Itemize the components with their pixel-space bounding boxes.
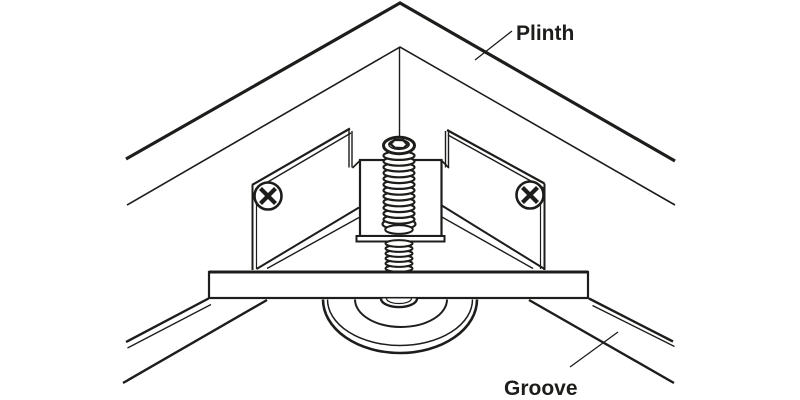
left-panel-bottom-edge: [266, 216, 360, 270]
groove-lines: [122, 297, 675, 385]
left-groove-inner-line: [127, 303, 212, 349]
plinth-label: Plinth: [516, 22, 574, 45]
groove-leader-line: [569, 331, 619, 368]
left-wing-inner-edge: [348, 129, 353, 168]
left-bracket-wing: [251, 127, 360, 270]
foot-disc-outer-rim: [321, 299, 479, 355]
groove-label: Groove: [504, 377, 578, 400]
right-panel-bottom-edge: [440, 215, 534, 270]
plinth-callout: Plinth: [474, 22, 574, 61]
plinth-top-outer-edge: [125, 1, 676, 163]
foot-disc-inner-rim: [326, 299, 474, 347]
plinth-leader-line: [474, 30, 513, 61]
left-floor-front-edge: [122, 298, 268, 385]
spindle-tip-detail: [385, 298, 413, 305]
threaded-spindle-upper: [381, 135, 417, 235]
panel-bottom-edges: [266, 215, 534, 270]
foot-hub: [354, 299, 448, 328]
right-groove-inner-line: [592, 304, 675, 348]
left-wing-bottom-edge: [255, 206, 360, 270]
plate-body: [207, 270, 590, 300]
spindle-tip: [379, 298, 419, 309]
housing-corner-tabs: [351, 159, 450, 169]
phillips-cross-icon: [521, 186, 539, 204]
spindle-cap: [382, 135, 416, 156]
spindle-collar-bottom: [384, 224, 414, 235]
left-groove-outer-line: [125, 297, 210, 344]
right-wing-bottom-edge: [440, 204, 546, 270]
phillips-cross-icon: [259, 187, 277, 205]
thread-rings: [382, 150, 416, 225]
right-floor-front-edge: [528, 298, 675, 385]
right-phillips-screw-icon: [515, 180, 545, 210]
right-wing-inner-edge: [444, 129, 450, 168]
mounting-plate: [207, 270, 590, 300]
right-wing-top-edge: [446, 129, 546, 185]
left-wing-top-edge: [251, 127, 351, 186]
left-phillips-screw-icon: [253, 181, 283, 211]
thread-ring: [384, 239, 414, 248]
right-bracket-wing: [440, 129, 546, 270]
groove-callout: Groove: [504, 331, 619, 400]
hex-socket-icon: [388, 138, 410, 150]
left-wing-face: [252, 128, 350, 270]
threaded-spindle-lower: [384, 239, 414, 273]
adjustable-foot: [321, 298, 479, 355]
right-groove-outer-line: [588, 297, 674, 343]
right-wing-top-edge-inner: [447, 134, 544, 189]
left-wing-top-edge-inner: [254, 132, 352, 191]
